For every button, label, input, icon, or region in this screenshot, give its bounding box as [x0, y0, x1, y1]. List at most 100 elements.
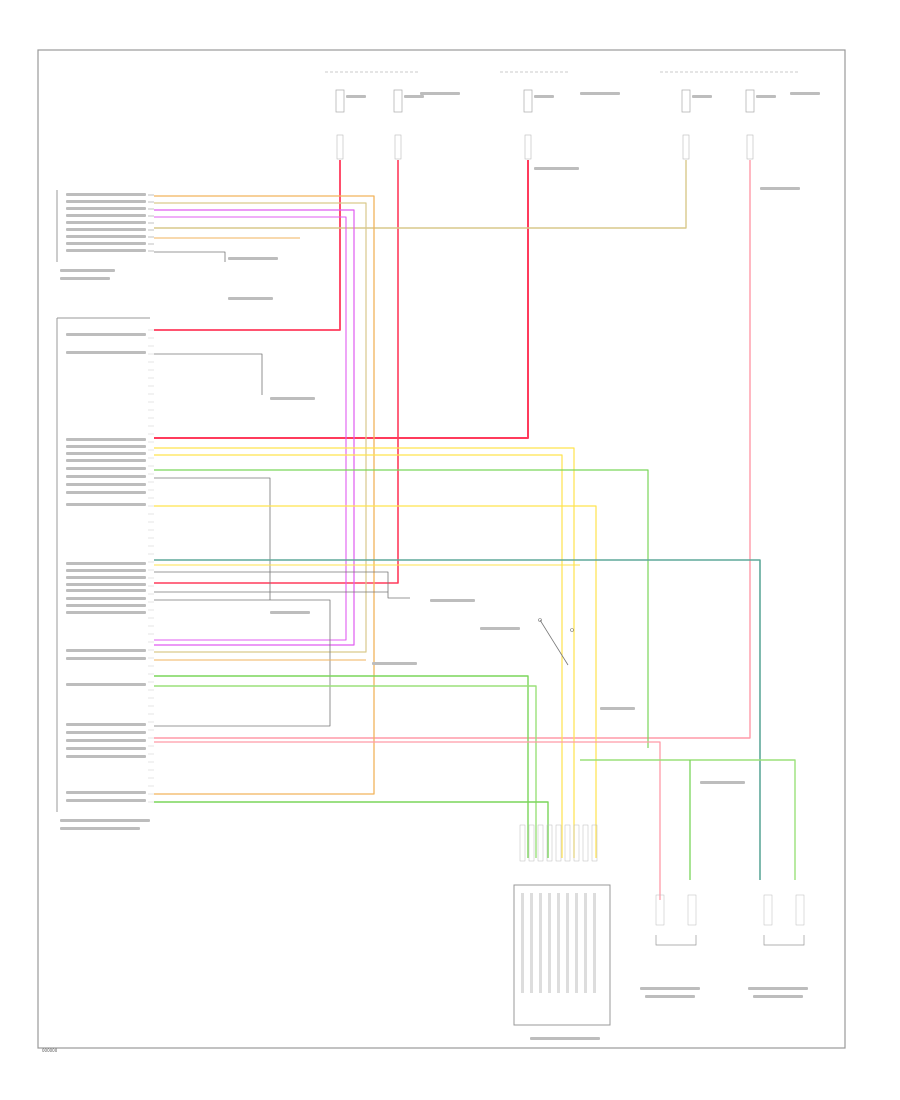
wire-green-1 — [154, 469, 649, 748]
switch-label — [480, 627, 520, 630]
module-pin-connector-3 — [546, 824, 553, 862]
module-caption — [530, 1037, 600, 1040]
wire-yellow-1 — [154, 447, 575, 858]
tcm-b-pin-label-17 — [66, 604, 146, 607]
tcm-a-pin-label-3 — [66, 214, 146, 217]
module-pin-connector-8 — [591, 824, 598, 862]
speed-sensor-a-body — [655, 935, 697, 946]
module-pin-label-8 — [593, 893, 596, 993]
speed-sensor-a-caption-2 — [645, 995, 695, 998]
switch-contact-b — [570, 628, 574, 632]
tcm-b-pin-label-14 — [66, 583, 146, 586]
speed-sensor-b-caption — [748, 987, 808, 990]
wire-violet-a — [154, 209, 355, 646]
fuse-box-1-caption — [420, 92, 460, 95]
tcm-a-pin-label-1 — [66, 200, 146, 203]
tcm-b-pin-label-1 — [66, 351, 146, 354]
tcm-b-pin-label-5 — [66, 459, 146, 462]
wire-lightgreen-2 — [580, 759, 796, 880]
tcm-b-pin-label-22 — [66, 723, 146, 726]
tcm-a-pin-label-5 — [66, 228, 146, 231]
module-pin-label-0 — [521, 893, 524, 993]
wire-green-3 — [154, 801, 549, 858]
tcm-a-caption — [60, 269, 115, 272]
fuse-connector-2 — [524, 134, 532, 160]
wire-gray-4 — [154, 571, 410, 599]
note-label — [372, 662, 417, 665]
module-pin-connector-2 — [537, 824, 544, 862]
transmission-module-box — [513, 884, 611, 1026]
wire-teal — [154, 559, 761, 880]
module-pin-connector-5 — [564, 824, 571, 862]
tcm-b-pin-label-10 — [66, 503, 146, 506]
wire-violet-b — [154, 216, 347, 641]
switch-arm — [539, 619, 569, 666]
tcm-b-pin-label-15 — [66, 589, 146, 592]
wire-yellow-2 — [154, 454, 563, 858]
tcm-b-pin-label-3 — [66, 445, 146, 448]
module-pin-label-6 — [575, 893, 578, 993]
tcm-a-caption-2 — [60, 277, 110, 280]
module-pin-label-4 — [557, 893, 560, 993]
tcm-a-pin-label-0 — [66, 193, 146, 196]
speed-sensor-b-body — [763, 935, 805, 946]
ground-label-1 — [270, 397, 315, 400]
speed-sensor-a-caption — [640, 987, 700, 990]
tcm-b-pin-label-21 — [66, 683, 146, 686]
module-pin-connector-6 — [573, 824, 580, 862]
tcm-b-pin-label-19 — [66, 649, 146, 652]
wire-red-fuse2 — [154, 160, 399, 584]
fuse-label-0 — [346, 95, 366, 98]
fuse-connector-0 — [336, 134, 344, 160]
module-pin-label-5 — [566, 893, 569, 993]
module-pin-connector-4 — [555, 824, 562, 862]
fuse-connector-3 — [682, 134, 690, 160]
wire-tan-fuse4 — [154, 160, 687, 229]
module-pin-connector-7 — [582, 824, 589, 862]
fuse-3 — [681, 89, 691, 113]
tcm-b-pin-label-23 — [66, 731, 146, 734]
wire-yellow-3 — [154, 505, 597, 858]
tcm-b-pin-label-13 — [66, 576, 146, 579]
tcm-b-pin-label-24 — [66, 739, 146, 742]
module-pin-label-3 — [548, 893, 551, 993]
wire-orange-loop — [154, 195, 375, 795]
tcm-b-caption — [60, 819, 150, 822]
splice-label-2 — [228, 297, 273, 300]
wire-gray-ground — [154, 251, 226, 262]
fuse-4 — [745, 89, 755, 113]
speed-sensor-b-connector-2 — [795, 894, 805, 926]
tcm-b-pin-label-6 — [66, 467, 146, 470]
tcm-b-pin-label-16 — [66, 597, 146, 600]
tcm-b-pin-label-11 — [66, 562, 146, 565]
tcm-b-pin-label-18 — [66, 611, 146, 614]
fuse-0 — [335, 89, 345, 113]
tcm-b-pin-label-7 — [66, 475, 146, 478]
fuse-box-3-caption — [790, 92, 820, 95]
fuse-connector-1 — [394, 134, 402, 160]
components-group — [56, 71, 805, 1026]
wire-pink-fuse5 — [154, 160, 751, 739]
tcm-b-pin-label-0 — [66, 333, 146, 336]
splice-label-1 — [228, 257, 278, 260]
module-pin-label-1 — [530, 893, 533, 993]
fuse-box-2-caption — [580, 92, 620, 95]
tcm-b-pin-label-20 — [66, 657, 146, 660]
fuse-connector-4 — [746, 134, 754, 160]
tcm-b-pin-label-8 — [66, 483, 146, 486]
tcm-b-pin-label-25 — [66, 747, 146, 750]
tcm-b-pin-label-28 — [66, 799, 146, 802]
shield-label — [600, 707, 635, 710]
wire-pink-2 — [154, 741, 661, 900]
tcm-b-pin-label-12 — [66, 569, 146, 572]
switch-contact-a — [538, 618, 542, 622]
fuse-label-1 — [404, 95, 424, 98]
module-pin-connector-0 — [519, 824, 526, 862]
fuse-label-2 — [534, 95, 554, 98]
wire-tan-a — [154, 202, 367, 653]
diagram-frame — [37, 49, 846, 1049]
module-pin-label-2 — [539, 893, 542, 993]
ground-label-3 — [270, 611, 310, 614]
module-pin-label-7 — [584, 893, 587, 993]
